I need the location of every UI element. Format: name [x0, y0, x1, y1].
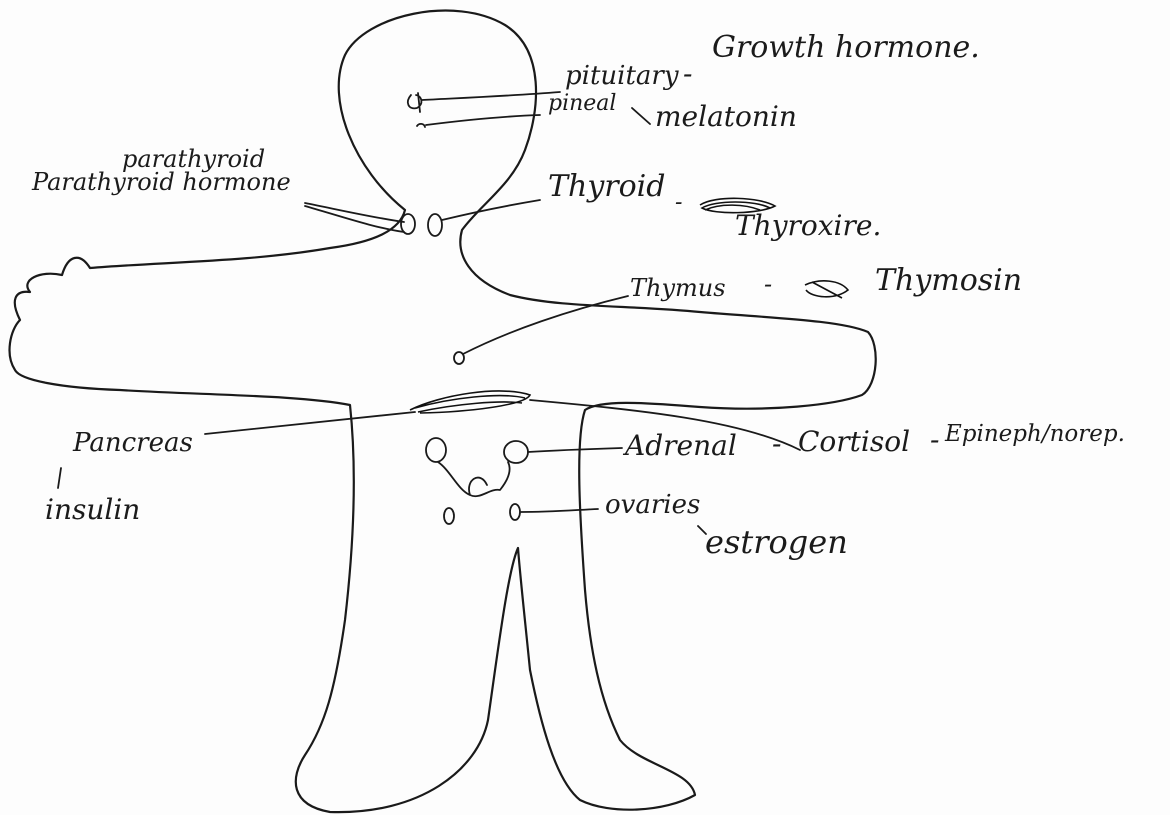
pineal-gland — [417, 124, 425, 127]
label-insulin: insulin — [45, 496, 140, 524]
adrenal-line — [528, 448, 622, 452]
pineal-line — [426, 115, 540, 125]
parathyroid-line — [305, 203, 404, 232]
label-ovaries: ovaries — [605, 492, 700, 518]
kidney-uterus — [438, 462, 510, 496]
label-pituitary: pituitary — [565, 63, 679, 89]
ovary-right — [510, 504, 520, 520]
pituitary-line — [422, 92, 560, 100]
dash-adrenal: - — [772, 430, 781, 458]
pituitary-gland — [408, 93, 422, 112]
label-estrogen: estrogen — [705, 526, 848, 558]
label-cortisol: Cortisol — [798, 428, 910, 456]
dash-thyroid: - — [675, 192, 682, 214]
thyroid-line — [442, 200, 540, 220]
label-thymus: Thymus — [630, 276, 726, 300]
melatonin-tick — [632, 108, 650, 124]
label-pineal: pineal — [548, 93, 616, 115]
ovary-left — [444, 508, 454, 524]
label-epineph: Epineph/norep. — [945, 423, 1125, 446]
pancreas-insulin-tick — [58, 468, 61, 488]
label-thymosin: Thymosin — [875, 266, 1022, 296]
label-thyroid: Thyroid — [548, 172, 665, 202]
dash-cortisol: - — [930, 426, 939, 454]
dash-pituitary: - — [683, 60, 692, 88]
thymosin-scribble — [805, 281, 848, 298]
label-parathyroid-hormone: Parathyroid hormone — [32, 170, 291, 194]
thymus-line — [463, 296, 628, 354]
adrenal-right — [504, 441, 528, 463]
label-adrenal: Adrenal — [625, 432, 737, 460]
parathyroid-gland-right — [428, 214, 442, 236]
dash-thymus: - — [764, 272, 772, 296]
label-pancreas: Pancreas — [73, 430, 193, 456]
ovaries-line — [521, 509, 598, 512]
pancreas-gland — [410, 391, 530, 413]
adrenal-left — [426, 438, 446, 462]
label-thyroxine: Thyroxire. — [735, 212, 881, 240]
pancreas-line — [205, 412, 415, 434]
label-melatonin: melatonin — [655, 103, 797, 131]
label-growth-hormone: Growth hormone. — [712, 33, 980, 63]
